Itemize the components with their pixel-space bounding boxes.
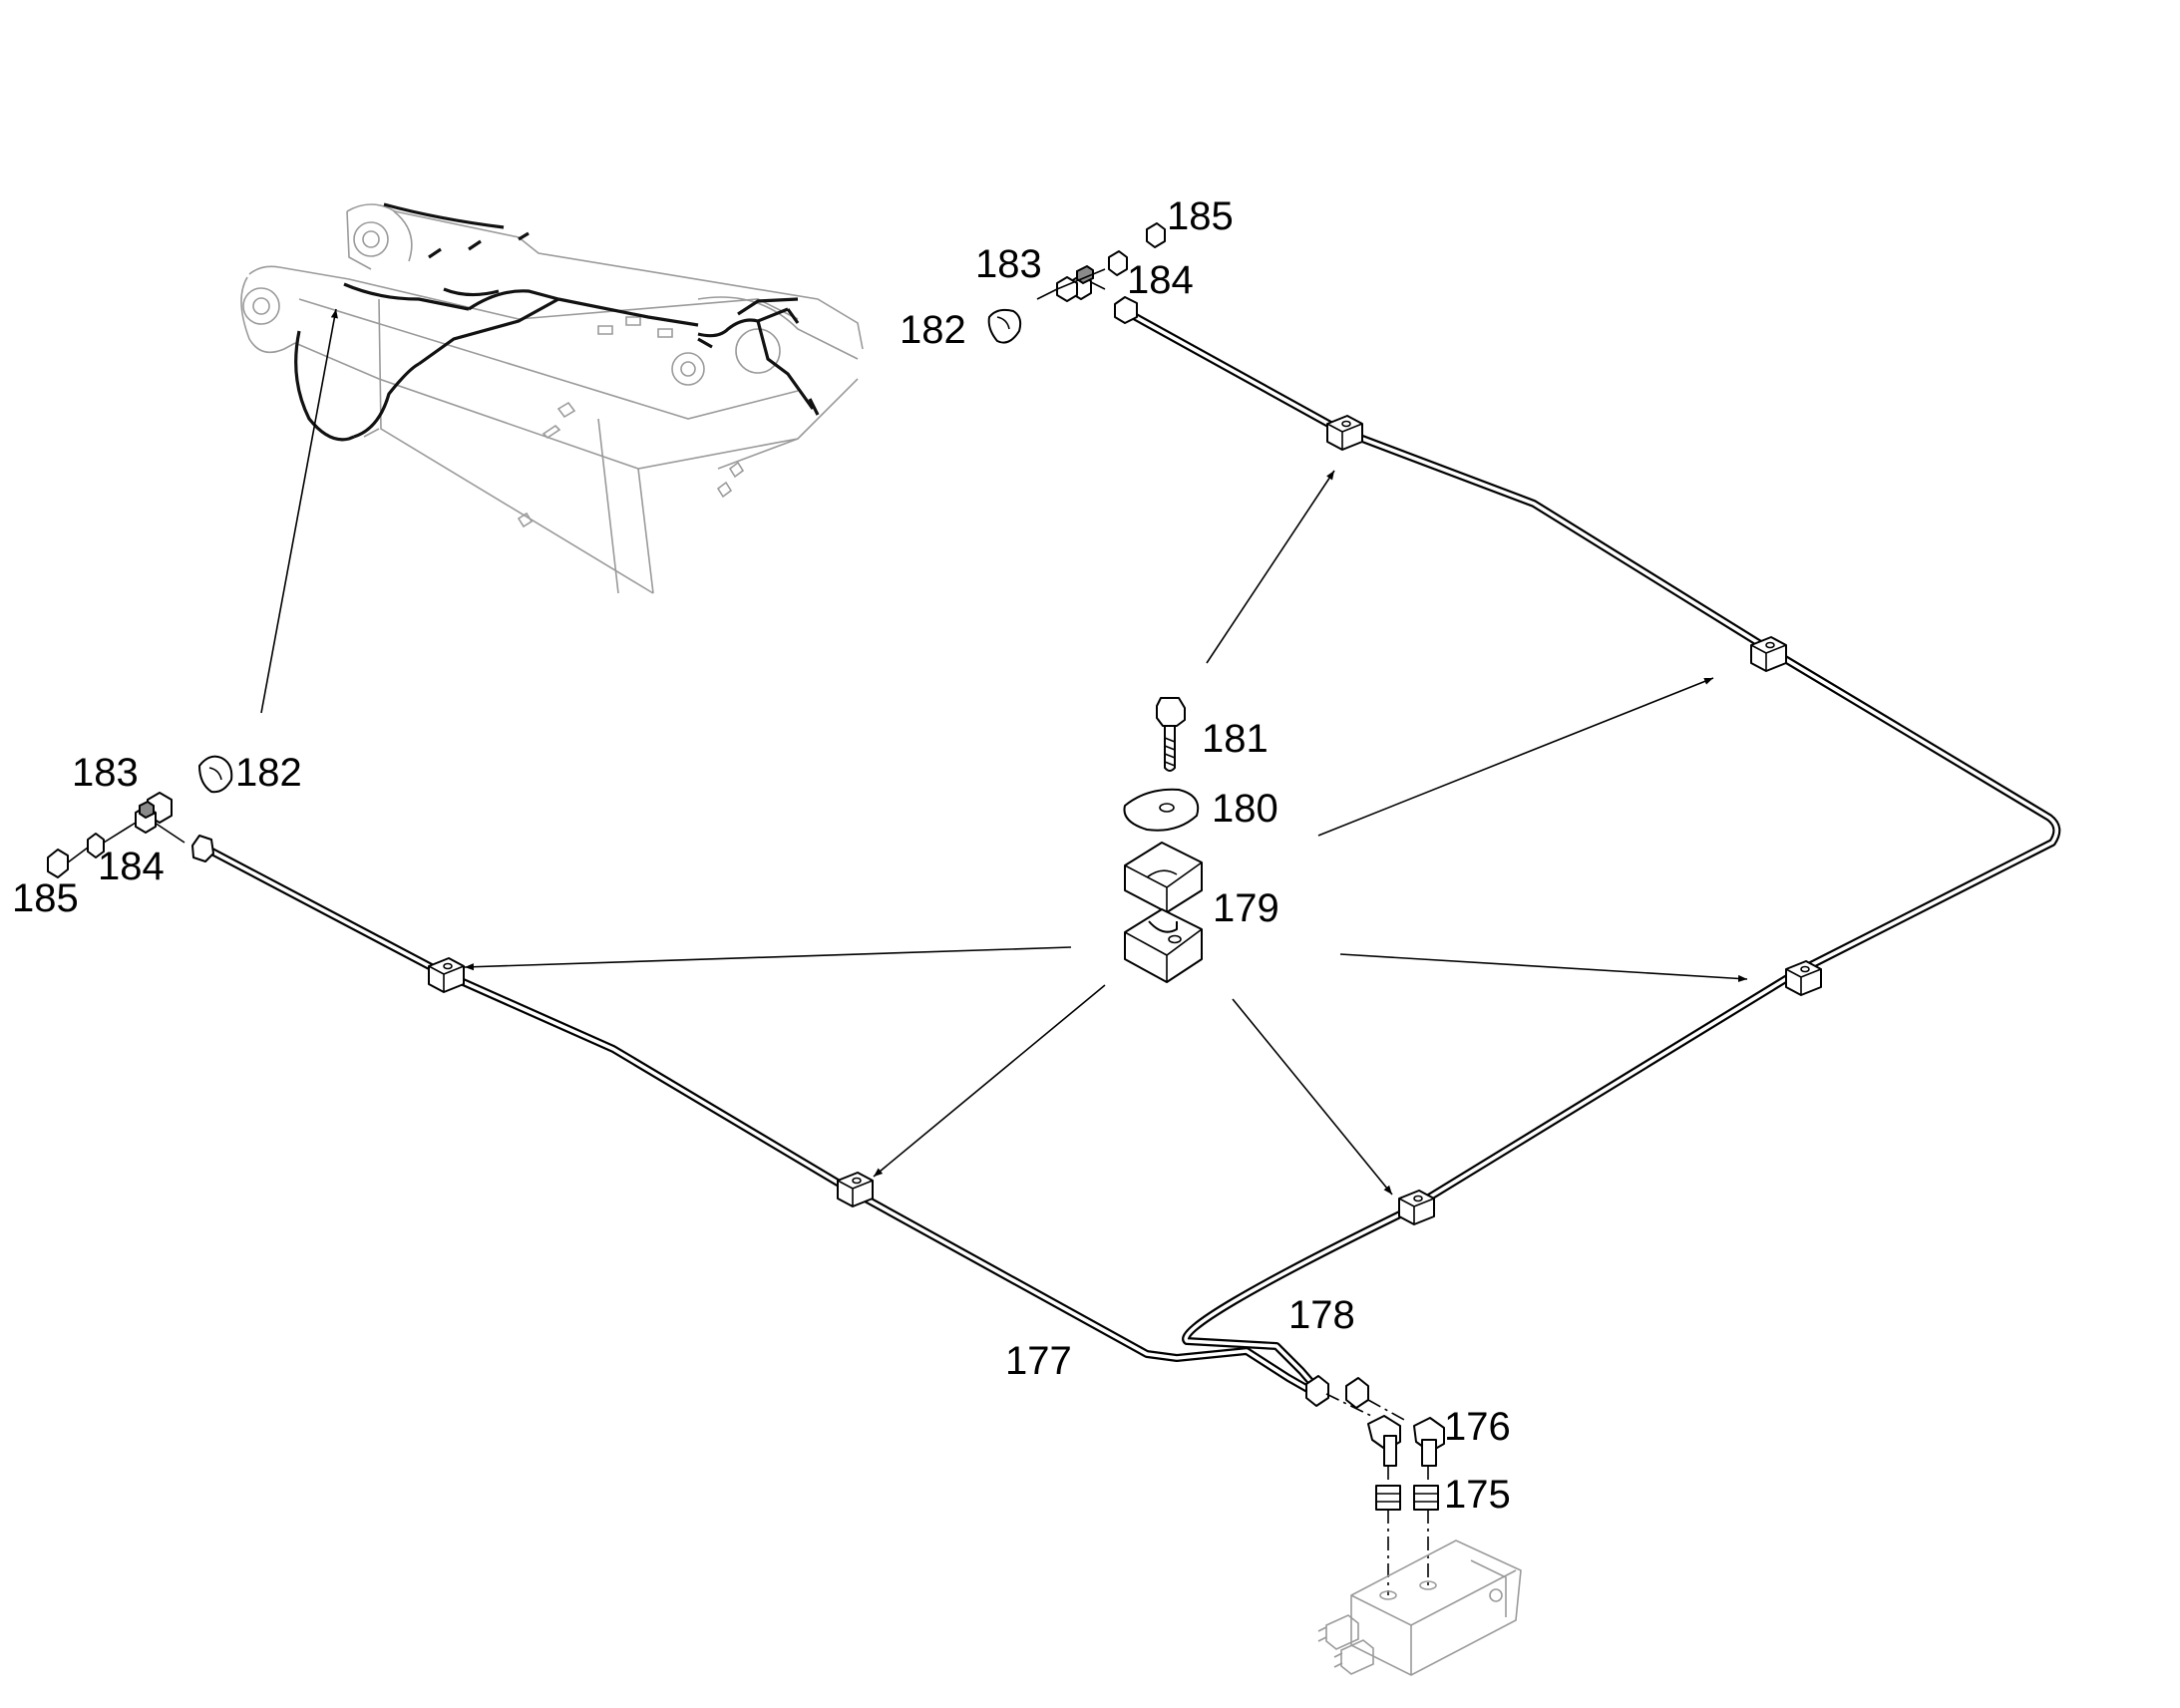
label-176: 176 <box>1444 1405 1511 1449</box>
label-183-left: 183 <box>72 751 139 795</box>
label-182-top: 182 <box>900 308 966 352</box>
elbow-176-left <box>1367 1415 1401 1467</box>
label-185-top: 185 <box>1167 194 1234 238</box>
top-fitting-group <box>987 222 1166 344</box>
clamp <box>428 957 465 993</box>
pipe-177 <box>200 844 1320 1398</box>
label-175: 175 <box>1444 1473 1511 1517</box>
clamp <box>1785 960 1822 996</box>
label-184-top: 184 <box>1127 258 1194 302</box>
adapter-175-right <box>1413 1485 1439 1511</box>
clamp-assembly <box>1123 697 1203 983</box>
elbow-176-right <box>1413 1417 1445 1467</box>
part-labels: 185 183 184 182 181 180 179 183 182 184 … <box>12 194 1511 1517</box>
label-179: 179 <box>1213 886 1279 930</box>
clamp-half-lower <box>1124 908 1203 983</box>
left-fitting-group <box>47 755 233 878</box>
valve-block <box>1317 1539 1522 1676</box>
adapter-175-left <box>1375 1485 1401 1511</box>
pipe-178 <box>1121 307 2061 1390</box>
clamp <box>1326 415 1363 451</box>
label-184-left: 184 <box>98 845 165 888</box>
label-177: 177 <box>1005 1339 1072 1383</box>
clamp <box>1398 1190 1435 1225</box>
label-181: 181 <box>1202 717 1269 761</box>
label-185-left: 185 <box>12 876 79 920</box>
clamp <box>1750 636 1787 672</box>
pointer-arrows <box>260 308 1748 1196</box>
clamp <box>837 1172 874 1207</box>
label-182-left: 182 <box>235 751 302 795</box>
loader-arm-inset <box>240 202 864 594</box>
label-180: 180 <box>1212 787 1278 831</box>
plate-180 <box>1123 788 1200 832</box>
label-178: 178 <box>1288 1293 1355 1337</box>
clamp-half-upper <box>1124 842 1203 913</box>
bolt-181 <box>1156 697 1186 772</box>
pipe-clamps <box>428 415 1822 1225</box>
bottom-fittings <box>1305 1375 1522 1676</box>
label-183-top: 183 <box>975 242 1042 286</box>
